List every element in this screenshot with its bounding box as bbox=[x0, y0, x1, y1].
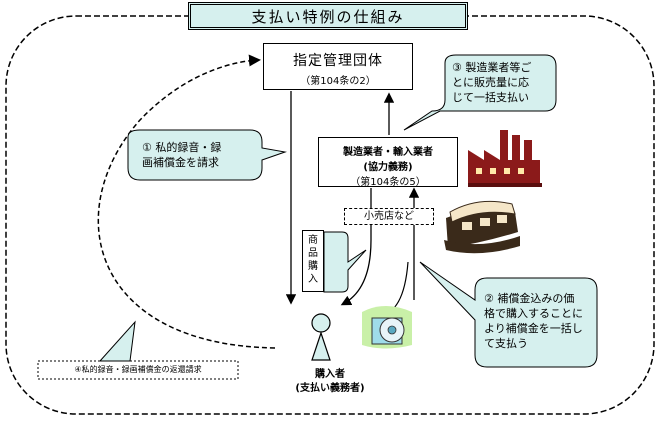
org-name: 指定管理団体 bbox=[293, 53, 383, 69]
callout3-line-3: じて一括支払い bbox=[452, 91, 529, 104]
callout1-shape bbox=[127, 129, 287, 181]
purchase-label: 商 品 購 入 bbox=[302, 230, 324, 292]
callout2-line-1: ② 補償金込みの価 bbox=[484, 292, 575, 305]
callout3-line-1: ③ 製造業者等ご bbox=[452, 61, 532, 74]
product-flow-arrow bbox=[340, 188, 372, 306]
purchase-char-4: 入 bbox=[308, 274, 318, 285]
maker-name: 製造業者・輸入業者 bbox=[343, 147, 433, 158]
buyer-label: 購入者 (支払い義務者) bbox=[275, 368, 385, 396]
refund-pointer bbox=[98, 320, 136, 362]
purchase-char-1: 商 bbox=[308, 235, 318, 246]
callout2-shape bbox=[419, 261, 598, 368]
callout2-line-3: より補償金を一括し bbox=[484, 322, 583, 335]
cd-disc-icon bbox=[362, 306, 412, 349]
purchase-char-3: 購 bbox=[308, 261, 318, 272]
callout2-text: ② 補償金込みの価 格で購入することに より補償金を一括し て支払う bbox=[484, 291, 602, 351]
callout2-line-4: て支払う bbox=[484, 337, 528, 350]
callout1-line-2: 画補償金を請求 bbox=[142, 156, 219, 169]
refund-callout-text: ④私的録音・録画補償金の返還請求 bbox=[74, 365, 202, 374]
maker-duty: (協力義務) bbox=[363, 162, 413, 173]
manufacturer-box: 製造業者・輸入業者 (協力義務) （第104条の5） bbox=[318, 137, 458, 188]
buyer-duty: (支払い義務者) bbox=[295, 383, 365, 394]
maker-article: （第104条の5） bbox=[350, 177, 426, 188]
callout3-line-2: とに販売量に応 bbox=[452, 76, 529, 89]
callout3-text: ③ 製造業者等ご とに販売量に応 じて一括支払い bbox=[452, 60, 556, 105]
claim-curve-arrow bbox=[97, 54, 276, 349]
designated-management-org-box: 指定管理団体 （第104条の2） bbox=[263, 43, 413, 90]
callout2-line-2: 格で購入することに bbox=[484, 307, 583, 320]
org-article: （第104条の2） bbox=[300, 76, 376, 87]
store-icon bbox=[444, 200, 520, 254]
buyer-name: 購入者 bbox=[315, 369, 345, 380]
page-title: 支払い特例の仕組み bbox=[188, 2, 468, 30]
factory-icon bbox=[468, 130, 542, 187]
purchase-char-2: 品 bbox=[308, 248, 318, 259]
callout1-text: ① 私的録音・録 画補償金を請求 bbox=[142, 140, 260, 170]
retail-label: 小売店など bbox=[344, 208, 434, 225]
refund-callout-shape bbox=[37, 360, 239, 380]
buyer-icon bbox=[311, 313, 331, 361]
purchase-callout-shape bbox=[323, 231, 367, 293]
callout3-shape bbox=[403, 54, 557, 131]
callout1-line-1: ① 私的録音・録 bbox=[142, 141, 222, 154]
